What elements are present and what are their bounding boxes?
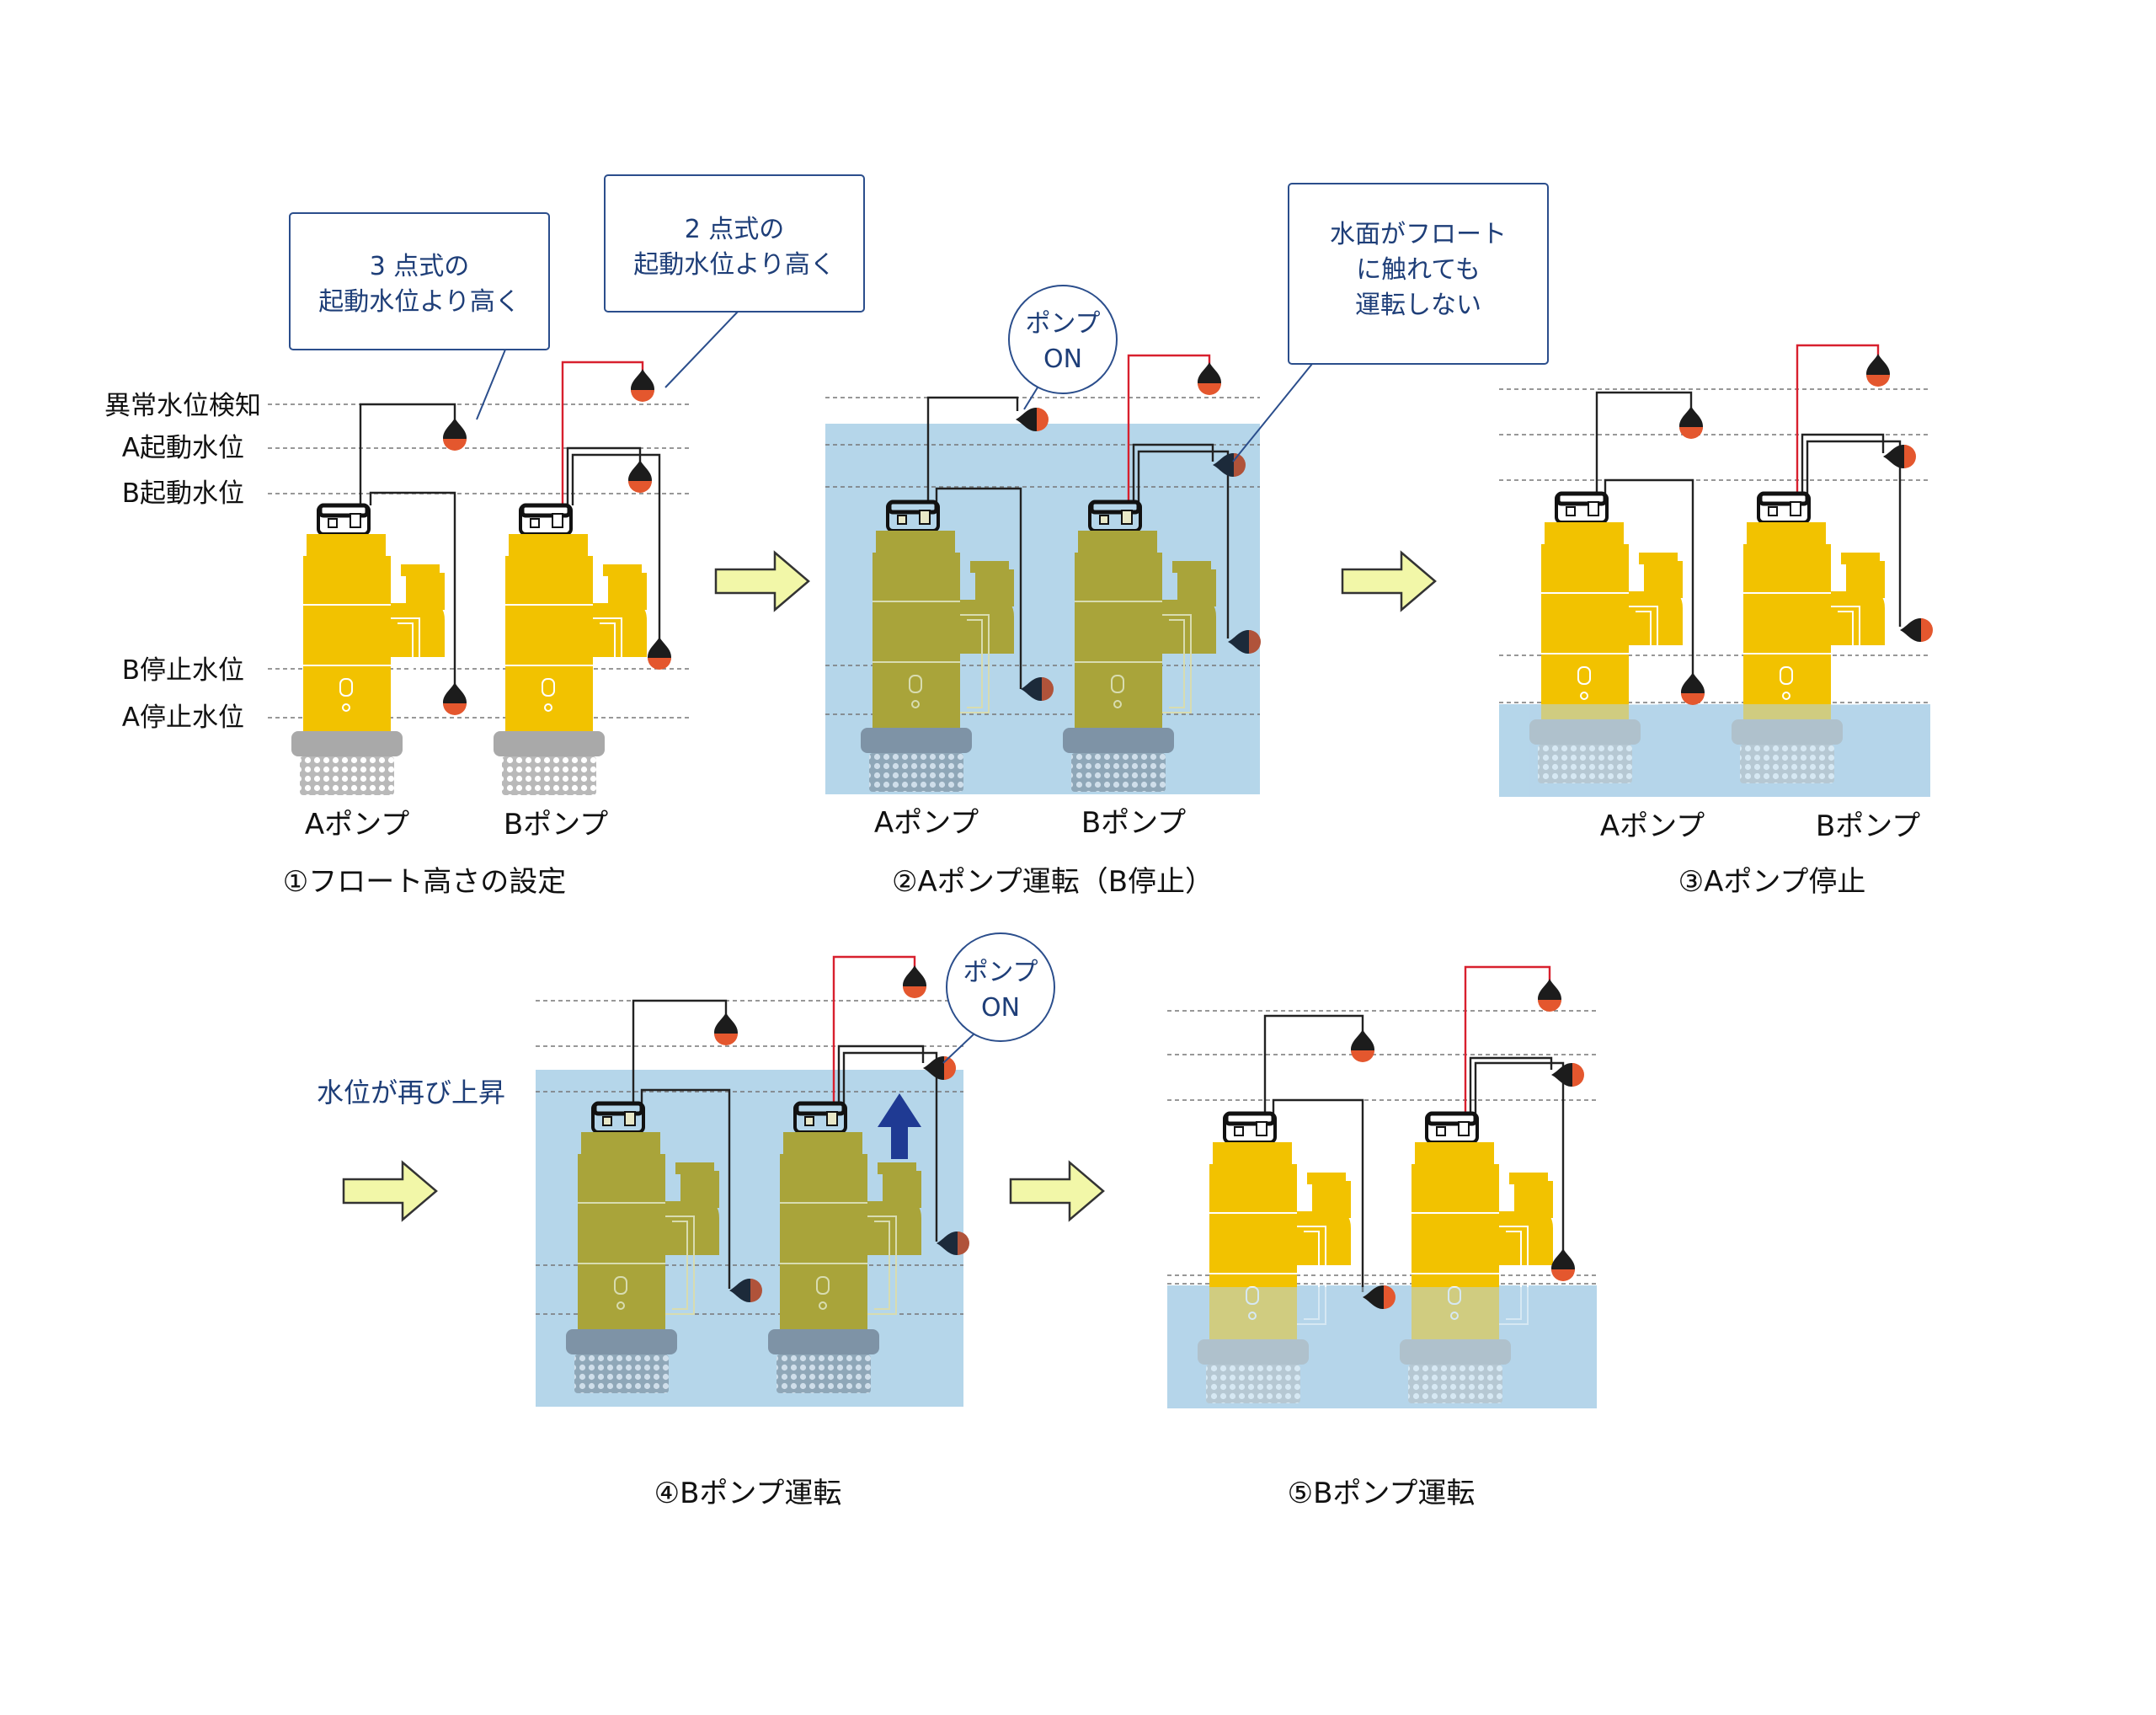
float-switch-icon bbox=[1866, 354, 1890, 387]
callout-three-point: 3 点式の 起動水位より高く bbox=[289, 212, 550, 420]
pump-on-bubble: ポンプ ON bbox=[1008, 285, 1118, 410]
callout-two-point: 2 点式の 起動水位より高く bbox=[604, 174, 865, 388]
float-switch-icon bbox=[1679, 406, 1703, 439]
pump-label-b: Bポンプ bbox=[504, 808, 608, 841]
arrow-right-icon bbox=[714, 551, 810, 612]
panel-step2: ポンプ ON 水面がフロート に触れても 運転しない Aポンプ Bポンプ ②Aポ… bbox=[825, 183, 1549, 899]
panel-step4: ポンプ ON ④Bポンプ運転 bbox=[536, 932, 1055, 1510]
callout-text: 起動水位より高く bbox=[318, 287, 520, 317]
arrow-right-icon bbox=[1009, 1161, 1105, 1221]
arrow-up-icon bbox=[878, 1093, 921, 1159]
float-switch-icon bbox=[1883, 445, 1916, 468]
float-switch-icon bbox=[1551, 1063, 1584, 1087]
caption-step3: ③Aポンプ停止 bbox=[1678, 865, 1866, 899]
callout-no-run: 水面がフロート に触れても 運転しない bbox=[1232, 183, 1549, 462]
callout-text: 3 点式の bbox=[370, 252, 470, 281]
float-switch-icon bbox=[714, 1012, 738, 1045]
float-switch-icon bbox=[1681, 672, 1705, 705]
callout-text: に触れても bbox=[1356, 255, 1481, 285]
float-switch-icon bbox=[903, 965, 926, 998]
pump-on-text: ON bbox=[1043, 345, 1082, 374]
callout-text: 2 点式の bbox=[685, 215, 785, 244]
pump-on-text: ON bbox=[981, 993, 1020, 1023]
pump-label-b: Bポンプ bbox=[1816, 809, 1920, 843]
arrow-right-icon bbox=[1341, 551, 1437, 612]
pump-label-a: Aポンプ bbox=[305, 808, 409, 841]
callout-text: 起動水位より高く bbox=[633, 250, 835, 280]
float-switch-icon bbox=[631, 369, 654, 402]
panel-step3: Aポンプ Bポンプ ③Aポンプ停止 bbox=[1499, 344, 1933, 899]
level-label: B停止水位 bbox=[122, 655, 244, 686]
float-switch-icon bbox=[1900, 618, 1933, 642]
caption-step5: ⑤Bポンプ運転 bbox=[1288, 1477, 1476, 1510]
callout-text: 運転しない bbox=[1355, 291, 1481, 320]
pump-b bbox=[494, 505, 647, 795]
pump-label-a: Aポンプ bbox=[874, 806, 979, 840]
float-switch-icon bbox=[628, 460, 652, 493]
float-switch-icon bbox=[1198, 362, 1221, 395]
pump-a bbox=[291, 505, 445, 795]
pump-on-text: ポンプ bbox=[963, 958, 1038, 987]
panel-step1: 異常水位検知 A起動水位 B起動水位 B停止水位 A停止水位 3 点式の 起動水… bbox=[104, 174, 865, 899]
float-switch-icon bbox=[443, 418, 467, 451]
arrow-right-icon bbox=[342, 1161, 438, 1221]
water-rises-label: 水位が再び上昇 bbox=[317, 1077, 505, 1109]
level-label: B起動水位 bbox=[122, 478, 244, 509]
panel-step5: ⑤Bポンプ運転 bbox=[1167, 965, 1597, 1510]
float-switch-icon bbox=[1351, 1029, 1374, 1062]
level-label: 異常水位検知 bbox=[104, 391, 261, 421]
caption-step1: ①フロート高さの設定 bbox=[283, 865, 566, 899]
pump-label-b: Bポンプ bbox=[1081, 806, 1186, 840]
caption-step2: ②Aポンプ運転（B停止） bbox=[892, 865, 1214, 899]
pump-on-bubble: ポンプ ON bbox=[942, 932, 1055, 1064]
level-label: A停止水位 bbox=[122, 703, 244, 733]
caption-step4: ④Bポンプ運転 bbox=[654, 1477, 842, 1510]
pump-on-text: ポンプ bbox=[1025, 309, 1100, 339]
float-switch-icon bbox=[443, 682, 467, 715]
level-label: A起動水位 bbox=[122, 433, 244, 463]
pump-label-a: Aポンプ bbox=[1600, 809, 1705, 843]
float-switch-icon bbox=[648, 637, 671, 670]
float-switch-icon bbox=[1551, 1248, 1575, 1281]
float-switch-icon bbox=[1538, 979, 1561, 1012]
callout-text: 水面がフロート bbox=[1330, 220, 1507, 249]
